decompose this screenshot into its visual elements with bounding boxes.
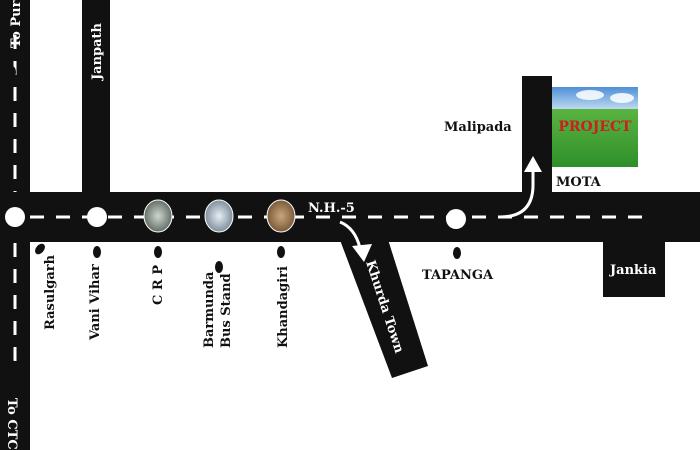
junction-tapanga — [446, 209, 466, 229]
mota-label: MOTA — [556, 175, 602, 190]
bus-stand-label: Bus Stand — [219, 273, 234, 348]
crp-label: C R P — [151, 265, 166, 305]
project-label: PROJECT — [558, 119, 632, 135]
barmunda-label: Barmunda — [202, 271, 217, 348]
to-north-label: To Puri — [9, 0, 24, 48]
project-photo: PROJECT — [552, 87, 638, 167]
khandagiri-landmark-photo — [266, 199, 296, 233]
janpath-label: Janpath — [90, 22, 105, 81]
arrow-up-icon — [524, 156, 542, 172]
junction-vani-vihar — [87, 207, 107, 227]
vani-vihar-label: Vani Vihar — [88, 264, 103, 341]
nh5-label: N.H.-5 — [308, 201, 355, 216]
crp-landmark-photo — [143, 199, 173, 233]
khandagiri-label: Khandagiri — [276, 266, 291, 348]
jankia-road — [603, 240, 665, 297]
arrow-to-project-path — [499, 170, 535, 219]
jankia-label: Jankia — [609, 263, 657, 278]
tapanga-label: TAPANGA — [422, 268, 494, 283]
rasulgarh-label: Rasulgarh — [43, 254, 58, 330]
project-road — [522, 76, 552, 194]
to-south-label: To CTC — [4, 398, 19, 450]
khurda-town-road — [340, 230, 428, 378]
arrow-to-khurda-icon — [339, 220, 362, 249]
barmunda-landmark-photo — [204, 199, 234, 233]
janpath-road — [82, 0, 110, 200]
malipada-label: Malipada — [444, 120, 512, 135]
junction-rasulgarh — [5, 207, 25, 227]
pin-icon — [8, 66, 461, 372]
arrow-head-khurda-icon — [352, 244, 372, 262]
